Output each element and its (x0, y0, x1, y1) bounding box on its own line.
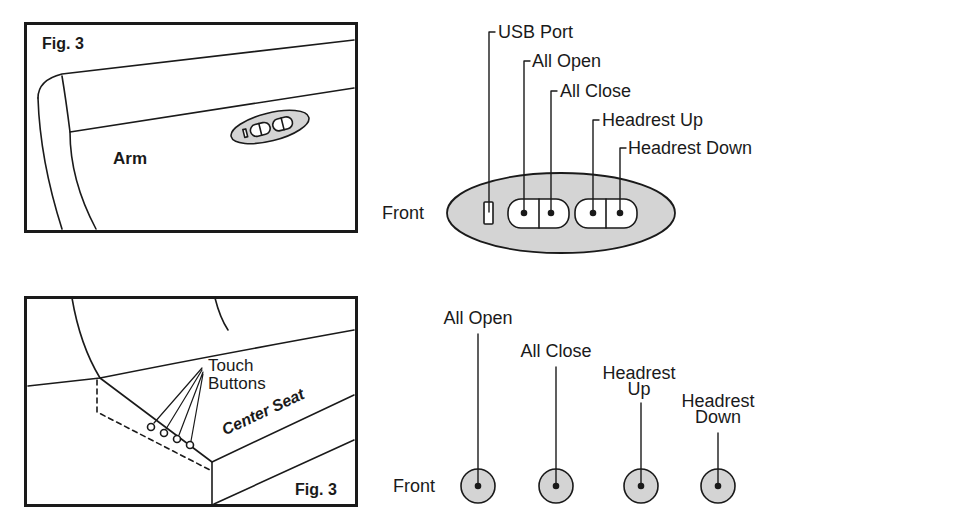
back-cushion-seam (215, 298, 228, 330)
callout-label: All Open (423, 308, 533, 328)
arm-control-panel (228, 104, 312, 151)
callout-label: Headrest Up (602, 110, 703, 130)
part-name: Arm (113, 149, 147, 169)
callout-label: Headrest Up (598, 365, 680, 397)
callout-label: Front (393, 476, 435, 496)
callout-label: USB Port (498, 22, 573, 42)
control-panel (447, 173, 675, 253)
hidden-side-panel (97, 380, 210, 470)
callout-label: Headrest Down (628, 138, 752, 158)
button-pair (575, 199, 637, 228)
button-pair (508, 199, 569, 228)
seat-bottom-edge (214, 440, 354, 504)
arm-front-edge (70, 132, 96, 229)
callout-label: Touch Buttons (208, 357, 286, 393)
touch-buttons (461, 469, 735, 503)
touch-button-dots (148, 424, 194, 449)
seat-corner-edge (211, 462, 213, 504)
leader-dots (522, 211, 623, 216)
arm-outer-edge (38, 98, 62, 229)
callout-label: All Close (560, 81, 631, 101)
callout-label: Front (382, 203, 424, 223)
arm-inner-edge (62, 76, 354, 132)
seat-back-edge (28, 330, 354, 386)
callout-label: All Close (501, 341, 611, 361)
callout-label: All Open (532, 51, 601, 71)
back-cushion-seam (72, 298, 100, 378)
figure-panel: Fig. 3 Arm (24, 22, 358, 233)
arm-top-edge (38, 40, 354, 98)
touch-button-leaders (154, 368, 203, 441)
callout-label: Headrest Down (677, 393, 759, 425)
figure-panel: Touch ButtonsCenter SeatFig. 3 (24, 296, 358, 507)
figure-number: Fig. 3 (295, 480, 337, 500)
button-dots (476, 484, 721, 489)
figure-number: Fig. 3 (42, 34, 84, 54)
